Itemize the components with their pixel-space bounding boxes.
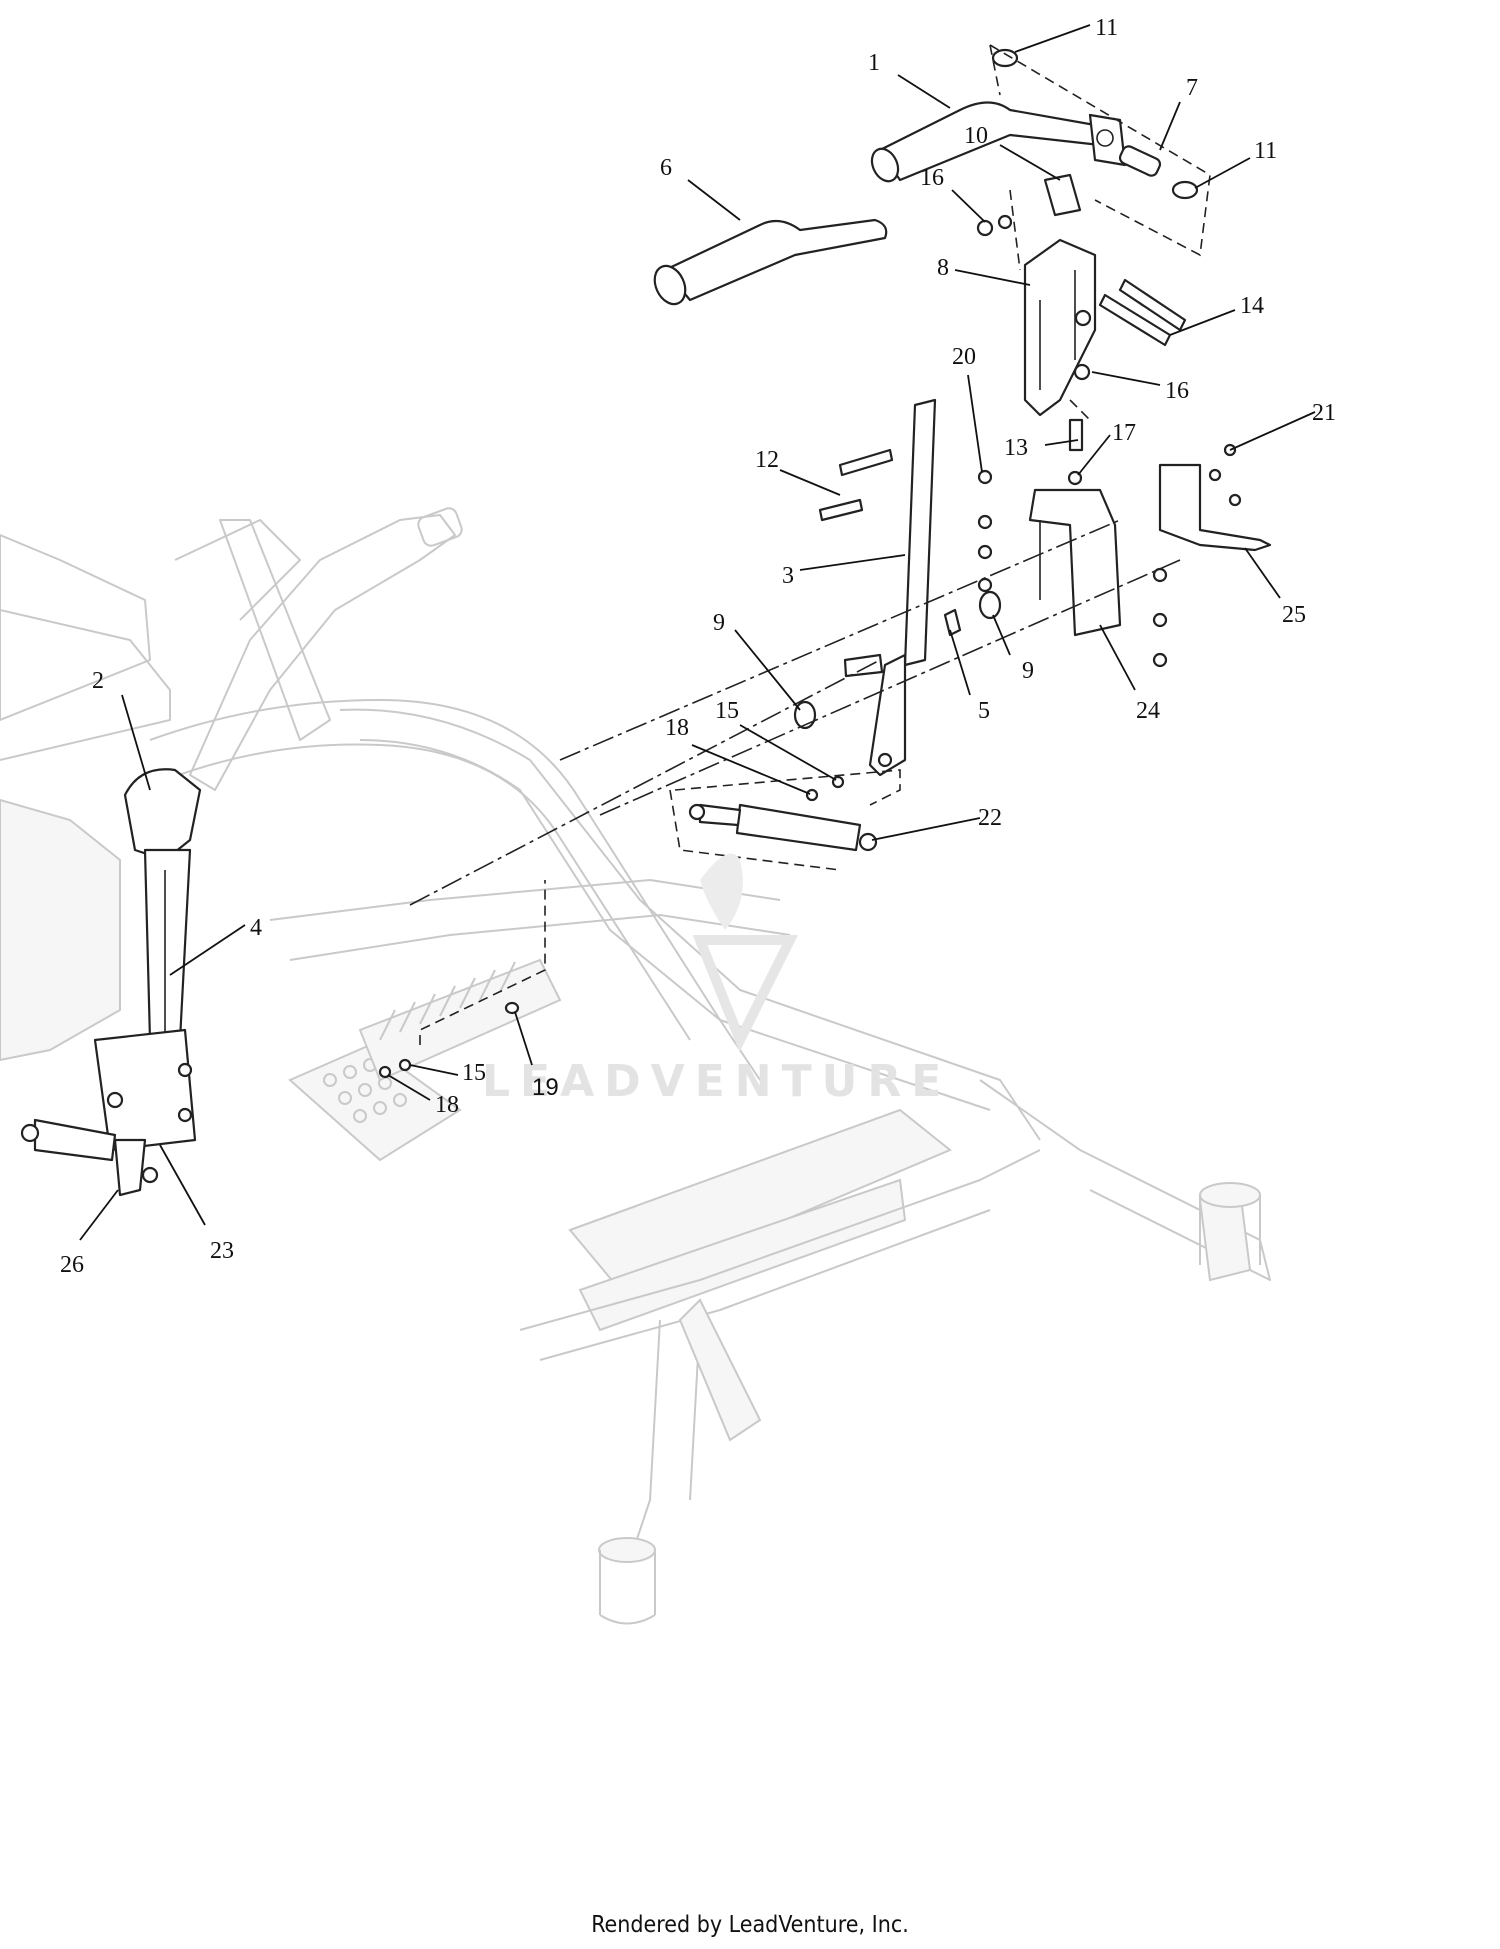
callout-1: 1 bbox=[868, 50, 880, 76]
callout-20: 20 bbox=[952, 344, 976, 370]
callout-4: 4 bbox=[250, 915, 262, 941]
callout-16-right: 16 bbox=[1165, 378, 1189, 404]
callout-16-top: 16 bbox=[920, 165, 944, 191]
callout-18-top: 18 bbox=[665, 715, 689, 741]
callout-18-bottom: 18 bbox=[435, 1092, 459, 1118]
callout-23: 23 bbox=[210, 1238, 234, 1264]
callout-11-right: 11 bbox=[1254, 138, 1277, 164]
lever-bracket-8 bbox=[1023, 238, 1097, 417]
watermark-text: LEADVENTURE bbox=[482, 1056, 951, 1107]
callout-13: 13 bbox=[1004, 435, 1028, 461]
callout-11-top: 11 bbox=[1095, 15, 1118, 41]
callout-6: 6 bbox=[660, 155, 672, 181]
callout-26: 26 bbox=[60, 1252, 84, 1278]
mounting-plate-24 bbox=[1028, 488, 1122, 637]
mower-frame bbox=[0, 519, 1271, 1625]
lever-arm-3 bbox=[903, 398, 937, 667]
control-handle-1 bbox=[878, 101, 1102, 182]
callout-24: 24 bbox=[1136, 698, 1160, 724]
callout-9-left: 9 bbox=[713, 610, 725, 636]
leader-lines bbox=[79, 24, 1316, 1241]
damper-22 bbox=[735, 803, 862, 852]
callout-2: 2 bbox=[92, 668, 104, 694]
callout-22: 22 bbox=[978, 805, 1002, 831]
callout-15-top: 15 bbox=[715, 698, 739, 724]
callout-25: 25 bbox=[1282, 602, 1306, 628]
callout-17: 17 bbox=[1112, 420, 1136, 446]
callout-labels: 1 2 3 4 5 6 7 8 9 9 10 11 11 12 13 14 15… bbox=[60, 15, 1336, 1278]
callout-21: 21 bbox=[1312, 400, 1336, 426]
callout-15-bottom: 15 bbox=[462, 1060, 486, 1086]
callout-7: 7 bbox=[1186, 75, 1198, 101]
callout-12: 12 bbox=[755, 447, 779, 473]
callout-9-right: 9 bbox=[1022, 658, 1034, 684]
callout-3: 3 bbox=[782, 563, 794, 589]
footrest-holes bbox=[323, 1058, 407, 1123]
callout-19: 19 bbox=[532, 1074, 559, 1101]
bracket-25 bbox=[1158, 463, 1272, 552]
installed-steering-lever bbox=[20, 507, 463, 1197]
exploded-parts bbox=[378, 48, 1272, 1079]
leadventure-watermark: LEADVENTURE bbox=[482, 853, 951, 1107]
footer-credit: Rendered by LeadVenture, Inc. bbox=[591, 1912, 909, 1938]
control-handle-6 bbox=[663, 218, 888, 302]
callout-5: 5 bbox=[978, 698, 990, 724]
assembly-lines bbox=[409, 44, 1211, 1045]
callout-8: 8 bbox=[937, 255, 949, 281]
callout-14: 14 bbox=[1240, 293, 1264, 319]
callout-10: 10 bbox=[964, 123, 988, 149]
